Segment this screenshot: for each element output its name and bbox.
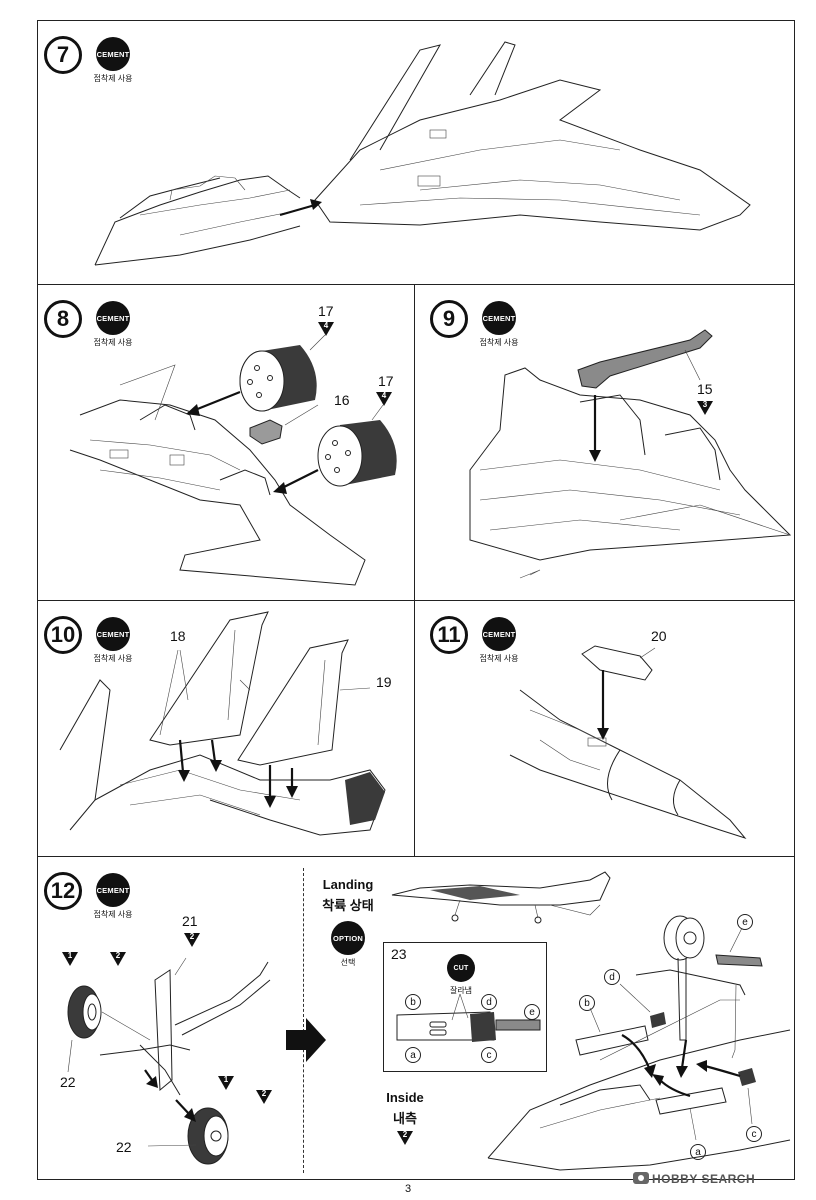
part-tag-triangle	[256, 1090, 272, 1104]
part-tag: 2	[115, 951, 121, 960]
inside-label-ko: 내측	[393, 1111, 417, 1126]
step-number: 9	[430, 300, 468, 338]
part-tag: 4	[381, 391, 387, 400]
inset-number: 23	[391, 946, 407, 962]
part-number: 22	[60, 1074, 76, 1090]
part-number: 18	[170, 628, 186, 644]
part-number: 19	[376, 674, 392, 690]
assembly-letter: e	[737, 914, 753, 930]
inset-box	[383, 942, 547, 1072]
cement-caption: 접착제 사용	[93, 910, 133, 919]
inset-letter: e	[524, 1004, 540, 1020]
assembly-letter: d	[604, 969, 620, 985]
part-tag: 2	[402, 1130, 408, 1139]
part-number: 16	[334, 392, 350, 408]
part-tag-triangle	[376, 392, 392, 406]
part-tag: 3	[702, 400, 708, 409]
inside-label-en: Inside	[386, 1090, 424, 1105]
watermark-text: HOBBY SEARCH	[652, 1172, 756, 1186]
cement-caption: 접착제 사용	[93, 654, 133, 663]
cement-caption: 접착제 사용	[479, 338, 519, 347]
column-divider	[414, 284, 415, 856]
part-number: 17	[318, 303, 334, 319]
assembly-letter: c	[746, 1126, 762, 1142]
part-tag-triangle	[184, 933, 200, 947]
part-number: 21	[182, 913, 198, 929]
part-tag-triangle	[110, 952, 126, 966]
vertical-tails-illustration	[59, 611, 386, 836]
cement-badge: CEMENT	[482, 617, 516, 651]
part-tag-triangle	[62, 952, 78, 966]
assembly-letter: b	[579, 995, 595, 1011]
page-number: 3	[404, 1183, 412, 1195]
step-number: 10	[44, 616, 82, 654]
step-number: 7	[44, 36, 82, 74]
cement-caption: 접착제 사용	[93, 338, 133, 347]
cut-caption: 잘라냄	[449, 986, 473, 995]
engine-nozzle-illustration	[69, 334, 397, 586]
option-caption: 선택	[340, 958, 356, 967]
part-tag-triangle	[397, 1131, 413, 1145]
inset-letter: a	[405, 1047, 421, 1063]
cement-caption: 접착제 사용	[479, 654, 519, 663]
part-number: 20	[651, 628, 667, 644]
nose-sensor-illustration	[509, 645, 747, 839]
landing-title-en: Landing	[322, 877, 374, 892]
cut-badge: CUT	[447, 954, 475, 982]
option-badge: OPTION	[331, 921, 365, 955]
inset-letter: d	[481, 994, 497, 1010]
part-number: 22	[116, 1139, 132, 1155]
cement-badge: CEMENT	[96, 37, 130, 71]
part-number: 15	[697, 381, 713, 397]
fuselage-cockpit-illustration	[94, 41, 751, 266]
part-tag: 1	[67, 951, 73, 960]
row-divider	[37, 600, 795, 601]
inset-letter: b	[405, 994, 421, 1010]
inset-letter: c	[481, 1047, 497, 1063]
tailhook-illustration	[469, 329, 792, 579]
part-tag-triangle	[697, 401, 713, 415]
landing-title-ko: 착륙 상태	[322, 898, 374, 913]
part-tag-triangle	[318, 322, 334, 336]
part-number: 17	[378, 373, 394, 389]
step-number: 8	[44, 300, 82, 338]
step-number: 11	[430, 616, 468, 654]
part-tag-triangle	[218, 1076, 234, 1090]
dashed-divider	[303, 868, 304, 1173]
cement-caption: 접착제 사용	[93, 74, 133, 83]
cement-badge: CEMENT	[96, 873, 130, 907]
watermark-logo-icon	[633, 1172, 649, 1184]
row-divider	[37, 284, 795, 285]
part-tag: 4	[323, 321, 329, 330]
part-tag: 1	[223, 1075, 229, 1084]
part-tag: 2	[261, 1089, 267, 1098]
step-number: 12	[44, 872, 82, 910]
cement-badge: CEMENT	[96, 301, 130, 335]
cement-badge: CEMENT	[96, 617, 130, 651]
part-tag: 2	[189, 932, 195, 941]
cement-badge: CEMENT	[482, 301, 516, 335]
row-divider	[37, 856, 795, 857]
